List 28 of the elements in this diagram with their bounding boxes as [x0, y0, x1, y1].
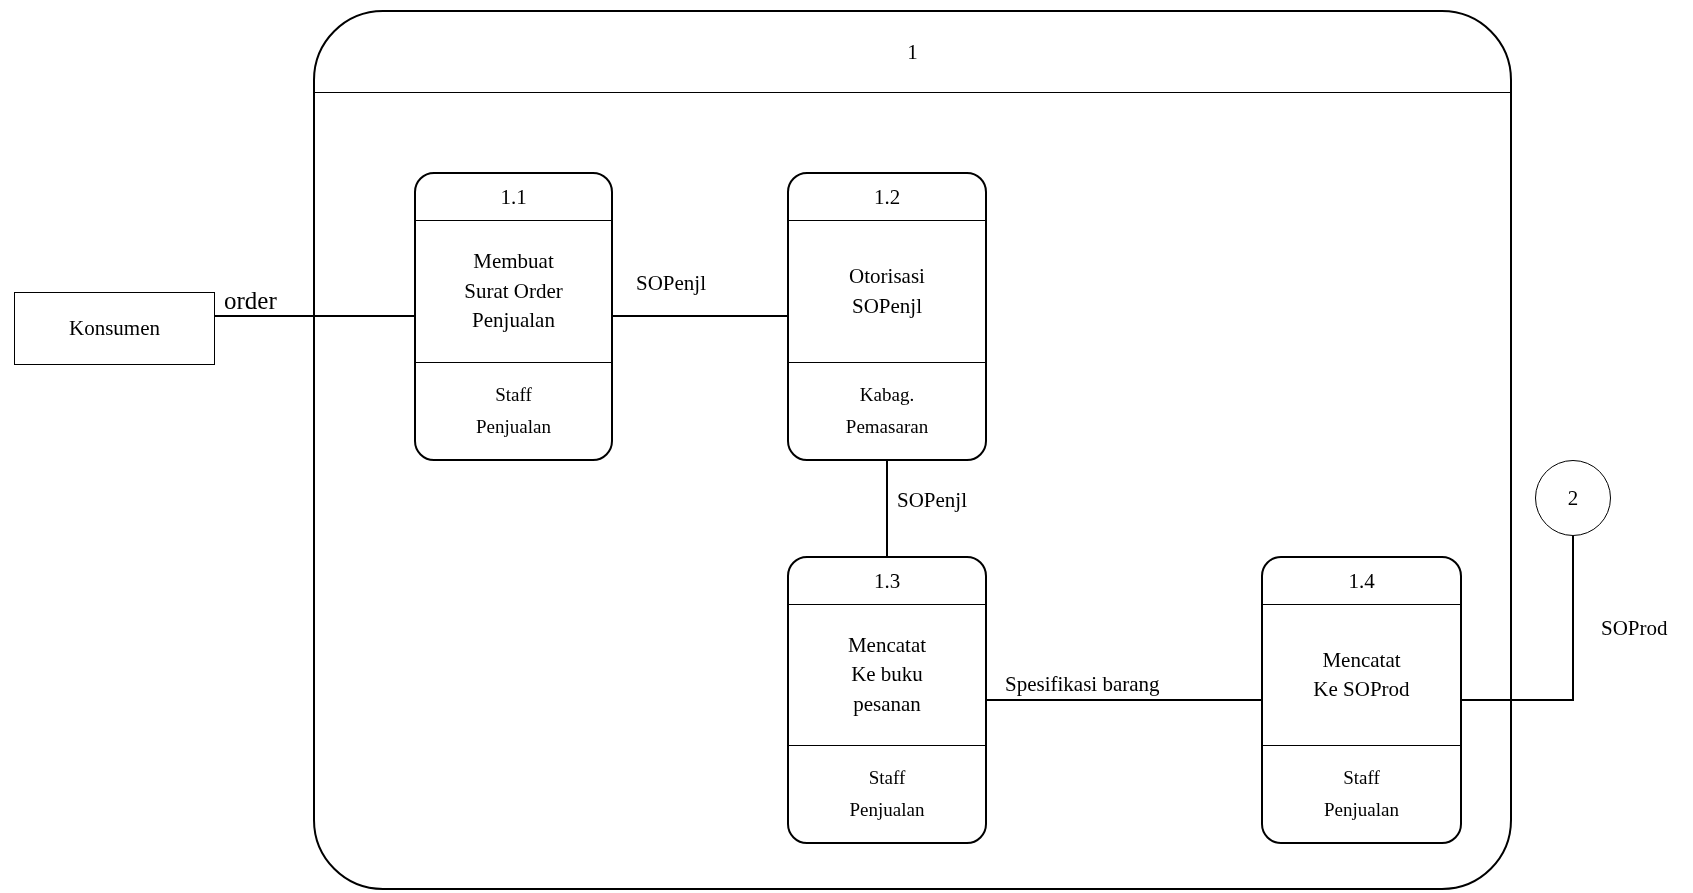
process-box	[414, 172, 613, 461]
process-box	[787, 172, 987, 461]
process-number: 1	[907, 39, 918, 65]
process-name: Membuat Surat Order Penjualan	[463, 248, 564, 335]
data-flow-line	[1461, 535, 1574, 701]
process-actor: Staff Penjualan	[475, 382, 552, 439]
data-flow-line	[214, 315, 415, 317]
process-name: Otorisasi SOPenjl	[848, 263, 926, 320]
data-flow-line	[612, 315, 788, 317]
process-number: 1.4	[1348, 568, 1375, 594]
process-box	[1261, 556, 1462, 844]
process-number: 1.1	[500, 184, 527, 210]
data-flow-line	[986, 699, 1262, 701]
connector-number: 2	[1567, 485, 1579, 511]
process-box	[787, 556, 987, 844]
process-number: 1.2	[873, 184, 901, 210]
entity-name: Konsumen	[69, 316, 160, 341]
external-entity-box	[14, 292, 215, 365]
process-number: 1.3	[873, 568, 901, 594]
edge-label: Spesifikasi barang	[1005, 674, 1160, 695]
edge-label: SOPenjl	[897, 490, 967, 511]
edge-label: SOPenjl	[636, 273, 706, 294]
process-name: Mencatat Ke buku pesanan	[846, 631, 928, 718]
process-actor: Staff Penjualan	[1323, 765, 1400, 822]
data-flow-line	[886, 460, 888, 557]
process-actor: Kabag. Pemasaran	[844, 382, 930, 439]
process-actor: Staff Penjualan	[848, 765, 926, 822]
process-name: Mencatat Ke SOProd	[1312, 646, 1411, 703]
